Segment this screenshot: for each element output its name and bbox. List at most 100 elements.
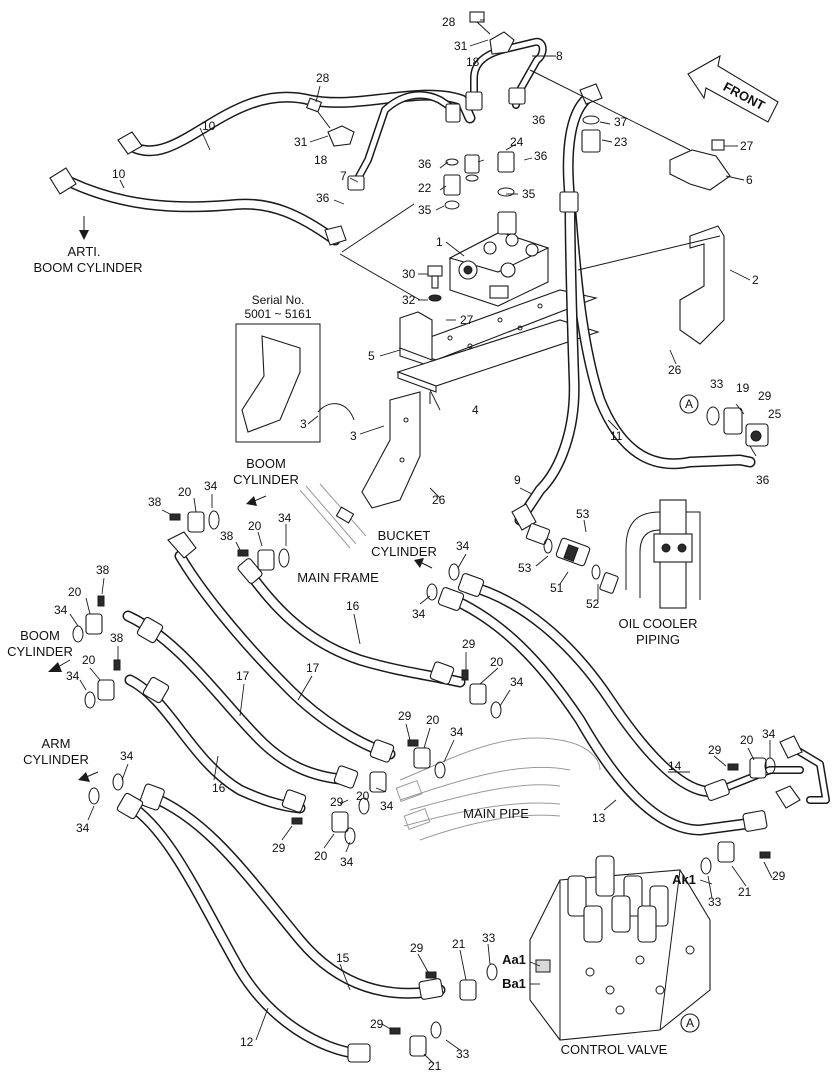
callout-29: 29 [370, 1017, 384, 1031]
callout-20: 20 [68, 585, 82, 599]
boom-top-label-1: BOOM [246, 456, 286, 471]
direction-arrows [48, 216, 433, 782]
callout-20: 20 [178, 485, 192, 499]
callout-18: 18 [466, 55, 480, 69]
callout-13: 13 [592, 811, 606, 825]
hose-17-lower [122, 610, 359, 789]
callout-36: 36 [534, 149, 548, 163]
callout-16: 16 [212, 781, 226, 795]
serial-title: Serial No. [252, 293, 305, 307]
hose-16-lower [124, 674, 307, 814]
clamp-18-left [305, 97, 355, 147]
fitting-23 [581, 115, 601, 153]
bracket-6 [669, 139, 731, 191]
callout-18: 18 [314, 153, 328, 167]
callout-20: 20 [82, 653, 96, 667]
callout-29: 29 [758, 389, 772, 403]
plate-4 [396, 319, 600, 393]
callout-36: 36 [532, 113, 546, 127]
control-valve-label: CONTROL VALVE [561, 1042, 668, 1057]
callout-6: 6 [746, 173, 753, 187]
hose-9 [511, 191, 580, 531]
ref-a-top: A [685, 397, 693, 411]
control-valve [529, 855, 711, 1041]
callout-30: 30 [402, 267, 416, 281]
callout-20: 20 [426, 713, 440, 727]
callout-17: 17 [236, 669, 250, 683]
callout-34: 34 [278, 511, 292, 525]
callout-34: 34 [54, 603, 68, 617]
ref-a-bottom: A [686, 1016, 694, 1030]
serial-inset [235, 323, 355, 443]
callout-53: 53 [518, 561, 532, 575]
callout-7: 7 [340, 169, 347, 183]
callout-20: 20 [314, 849, 328, 863]
callout-33: 33 [482, 931, 496, 945]
callout-51: 51 [550, 581, 564, 595]
callout-20: 20 [740, 733, 754, 747]
port-ba1: Ba1 [502, 976, 526, 991]
pipe-right-bent [775, 735, 830, 809]
hose-14 [457, 573, 804, 801]
ref-a-markers [679, 394, 700, 1033]
callout-34: 34 [76, 821, 90, 835]
callout-23: 23 [614, 135, 628, 149]
callout-2: 2 [752, 273, 759, 287]
main-frame-label: MAIN FRAME [297, 570, 379, 585]
callout-33: 33 [708, 895, 722, 909]
bucket-label-2: CYLINDER [371, 544, 437, 559]
callout-37: 37 [614, 115, 628, 129]
callout-34: 34 [66, 669, 80, 683]
callout-numbers: 28 31 18 8 28 10 31 18 10 7 36 36 22 35 … [54, 15, 786, 1073]
main-pipe-label: MAIN PIPE [463, 806, 529, 821]
hose-13 [437, 587, 768, 836]
bolt-30 [427, 265, 443, 302]
boom-left-label-1: BOOM [20, 628, 60, 643]
callout-17: 17 [306, 661, 320, 675]
callout-34: 34 [204, 479, 218, 493]
hose-16-upper [237, 558, 466, 688]
callout-8: 8 [556, 49, 563, 63]
callout-35: 35 [522, 187, 536, 201]
callout-35: 35 [418, 203, 432, 217]
port-aa1: Aa1 [502, 952, 526, 967]
oil-cooler-label-1: OIL COOLER [619, 616, 698, 631]
callout-15: 15 [336, 951, 350, 965]
callout-34: 34 [380, 799, 394, 813]
callout-38: 38 [96, 563, 110, 577]
callout-29: 29 [410, 941, 424, 955]
callout-29: 29 [772, 869, 786, 883]
callout-9: 9 [514, 473, 521, 487]
callout-36: 36 [316, 191, 330, 205]
fitting-19-25 [706, 406, 769, 447]
oil-cooler-piping [625, 499, 701, 609]
callout-3: 3 [300, 417, 307, 431]
callout-38: 38 [110, 631, 124, 645]
port-ak1: Ak1 [672, 872, 696, 887]
callout-36: 36 [418, 157, 432, 171]
callout-29: 29 [462, 637, 476, 651]
oil-cooler-label-2: PIPING [636, 632, 680, 647]
callout-5: 5 [368, 349, 375, 363]
callout-52: 52 [586, 597, 600, 611]
callout-1: 1 [436, 235, 443, 249]
callout-3: 3 [350, 429, 357, 443]
serial-range: 5001 ~ 5161 [244, 307, 311, 321]
callout-29: 29 [398, 709, 412, 723]
callout-53: 53 [576, 507, 590, 521]
hose-15 [139, 783, 446, 1000]
valve-block-1 [448, 231, 550, 307]
callout-27: 27 [740, 139, 754, 153]
front-arrow [687, 54, 779, 123]
flanges-lower [72, 510, 776, 1057]
callout-38: 38 [148, 495, 162, 509]
arm-label-2: CYLINDER [23, 752, 89, 767]
boom-left-label-2: CYLINDER [7, 644, 73, 659]
callout-28: 28 [442, 15, 456, 29]
hose-12 [116, 792, 371, 1063]
callout-4: 4 [472, 403, 479, 417]
callout-33: 33 [710, 377, 724, 391]
callout-10: 10 [112, 167, 126, 181]
callout-21: 21 [452, 937, 466, 951]
